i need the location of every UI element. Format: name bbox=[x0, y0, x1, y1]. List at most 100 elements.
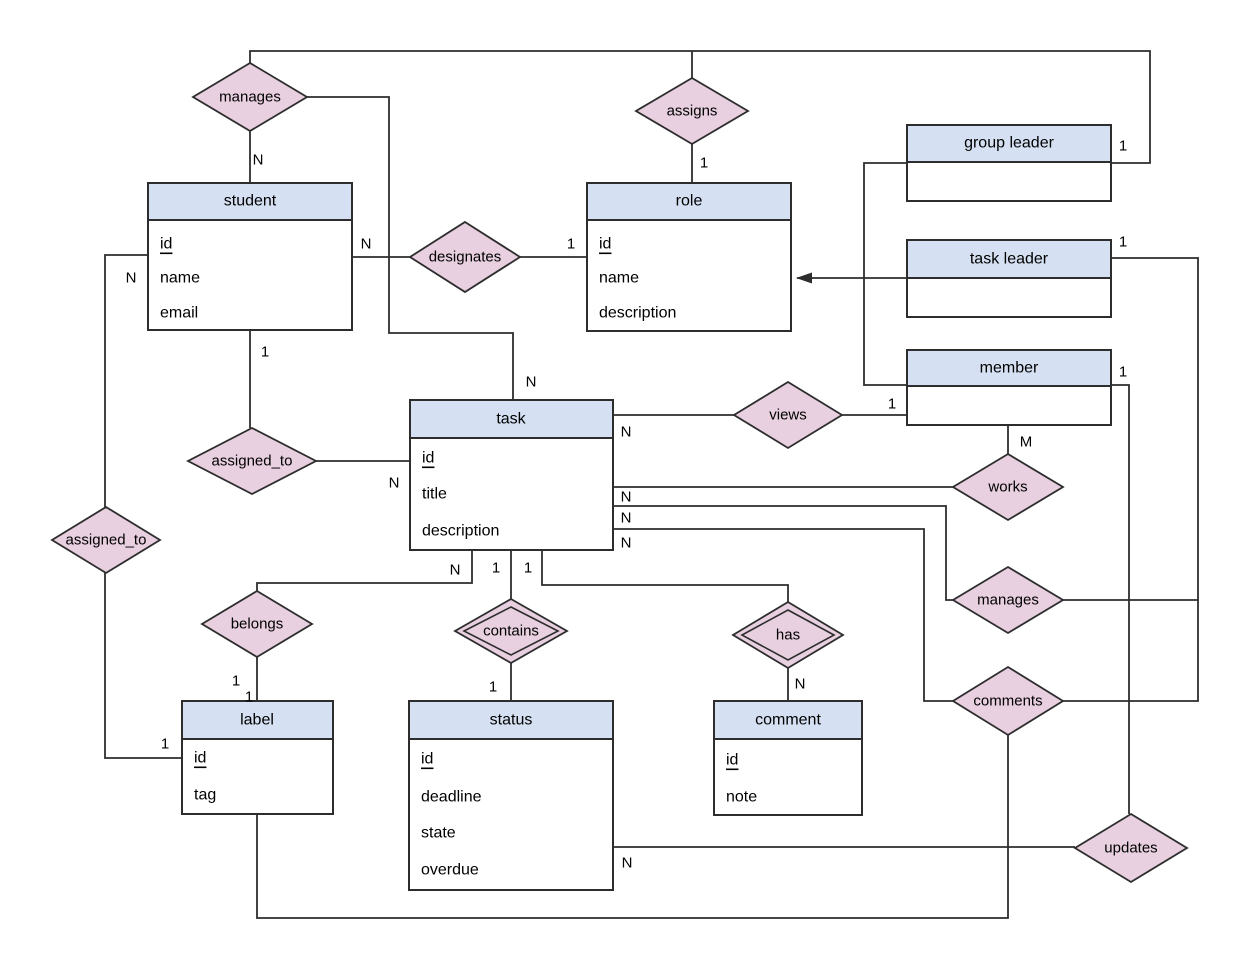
relationship-updates[interactable]: updates bbox=[1073, 812, 1189, 884]
relationship-has[interactable]: has bbox=[731, 600, 845, 670]
entity-attribute: id bbox=[599, 236, 611, 253]
entity-comment[interactable]: comment id note bbox=[713, 700, 863, 816]
relationship-assigned-to-label[interactable]: assigned_to bbox=[50, 505, 162, 575]
relationship-diamond bbox=[732, 380, 844, 450]
relationship-diamond bbox=[634, 76, 750, 146]
relationship-label: manages bbox=[219, 89, 281, 106]
entity-title: task bbox=[496, 411, 526, 428]
entity-task-leader[interactable]: task leader bbox=[906, 239, 1112, 318]
relationship-label: has bbox=[776, 627, 800, 644]
entity-group-leader[interactable]: group leader bbox=[906, 124, 1112, 202]
edge-task-comments[interactable] bbox=[613, 528, 953, 702]
entity-attribute: overdue bbox=[421, 862, 479, 879]
relationship-label: assigns bbox=[667, 103, 718, 120]
relationship-label: assigned_to bbox=[212, 453, 293, 470]
entity-title: comment bbox=[755, 712, 821, 729]
edge-taskleader-comments[interactable] bbox=[1063, 257, 1199, 702]
relationship-works[interactable]: works bbox=[951, 452, 1065, 522]
relationship-manages-taskleader[interactable]: manages bbox=[951, 565, 1065, 635]
entity-title: role bbox=[676, 193, 703, 210]
cardinality-label: 1 bbox=[261, 344, 269, 361]
relationship-label: updates bbox=[1104, 840, 1157, 857]
relationship-diamond bbox=[951, 565, 1065, 635]
relationship-label: contains bbox=[483, 623, 539, 640]
cardinality-label: 1 bbox=[567, 236, 575, 253]
entity-title: student bbox=[224, 193, 277, 210]
entity-attribute: name bbox=[160, 270, 200, 287]
entity-status[interactable]: status id deadline state overdue bbox=[408, 700, 614, 891]
edge-member-updates[interactable] bbox=[1111, 384, 1130, 814]
entity-header bbox=[906, 239, 1112, 279]
edge-assignedto2-label[interactable] bbox=[104, 573, 182, 759]
entity-role[interactable]: role id name description bbox=[586, 182, 792, 332]
entity-attribute: name bbox=[599, 270, 639, 287]
entity-attribute: id bbox=[422, 450, 434, 467]
relationship-designates[interactable]: designates bbox=[408, 220, 522, 294]
entity-attribute: deadline bbox=[421, 789, 482, 806]
edge-student-assignedto2[interactable] bbox=[104, 254, 148, 507]
relationship-label: views bbox=[769, 407, 807, 424]
relationship-assigned-to-task[interactable]: assigned_to bbox=[186, 426, 318, 496]
relationship-diamond bbox=[453, 597, 569, 665]
relationship-diamond bbox=[200, 589, 314, 659]
edge-manages-task[interactable] bbox=[307, 96, 514, 400]
relationship-label: designates bbox=[429, 249, 502, 266]
cardinality-label: 1 bbox=[524, 560, 532, 577]
entity-attribute: description bbox=[599, 305, 676, 322]
entity-attribute: id bbox=[160, 236, 172, 253]
relationship-label: works bbox=[987, 479, 1027, 496]
cardinality-label: 1 bbox=[489, 679, 497, 696]
entity-attribute: tag bbox=[194, 787, 216, 804]
entity-attribute: description bbox=[422, 523, 499, 540]
entity-attribute: id bbox=[726, 752, 738, 769]
relationship-diamond bbox=[951, 665, 1065, 737]
relationship-label: assigned_to bbox=[66, 532, 147, 549]
cardinality-label: N bbox=[126, 270, 137, 287]
edge-groupleader-member[interactable] bbox=[863, 162, 907, 386]
relationship-manages-groupleader[interactable]: manages bbox=[191, 61, 309, 133]
relationship-contains[interactable]: contains bbox=[453, 597, 569, 665]
cardinality-label: N bbox=[795, 676, 806, 693]
cardinality-label: 1 bbox=[1119, 138, 1127, 155]
entity-title: label bbox=[240, 712, 274, 729]
cardinality-label: N bbox=[450, 562, 461, 579]
relationship-diamond bbox=[731, 600, 845, 670]
cardinality-label: N bbox=[253, 152, 264, 169]
cardinality-label: 1 bbox=[1119, 364, 1127, 381]
relationship-views[interactable]: views bbox=[732, 380, 844, 450]
relationship-label: belongs bbox=[231, 616, 284, 633]
relationship-comments[interactable]: comments bbox=[951, 665, 1065, 737]
entity-header bbox=[906, 349, 1112, 387]
entity-attribute: title bbox=[422, 486, 447, 503]
entity-header bbox=[713, 700, 863, 740]
cardinality-label: 1 bbox=[245, 689, 253, 706]
edge-has-task[interactable] bbox=[541, 550, 789, 602]
entity-task[interactable]: task id title description bbox=[409, 399, 614, 551]
entity-label[interactable]: label id tag bbox=[181, 700, 334, 815]
edge-task-manages2[interactable] bbox=[613, 505, 953, 601]
cardinality-label: 1 bbox=[1119, 234, 1127, 251]
entity-attribute: id bbox=[421, 751, 433, 768]
relationship-assigns[interactable]: assigns bbox=[634, 76, 750, 146]
cardinality-label: N bbox=[622, 855, 633, 872]
relationship-diamond-inner bbox=[740, 609, 836, 661]
entity-header bbox=[147, 182, 353, 221]
edge-manages-groupleader[interactable] bbox=[249, 50, 1151, 164]
cardinality-label: 1 bbox=[232, 673, 240, 690]
entity-attribute: note bbox=[726, 789, 757, 806]
relationship-diamond bbox=[1073, 812, 1189, 884]
edge-label-comments[interactable] bbox=[256, 735, 1009, 919]
cardinality-label: N bbox=[526, 374, 537, 391]
edge-belongs-task[interactable] bbox=[256, 550, 473, 591]
cardinality-label: M bbox=[1020, 434, 1033, 451]
entity-header bbox=[906, 124, 1112, 163]
relationship-label: manages bbox=[977, 592, 1039, 609]
relationship-belongs[interactable]: belongs bbox=[200, 589, 314, 659]
entity-attribute: id bbox=[194, 750, 206, 767]
entity-member[interactable]: member bbox=[906, 349, 1112, 426]
entity-student[interactable]: student id name email bbox=[147, 182, 353, 331]
cardinality-label: N bbox=[621, 535, 632, 552]
entity-header bbox=[409, 399, 614, 439]
